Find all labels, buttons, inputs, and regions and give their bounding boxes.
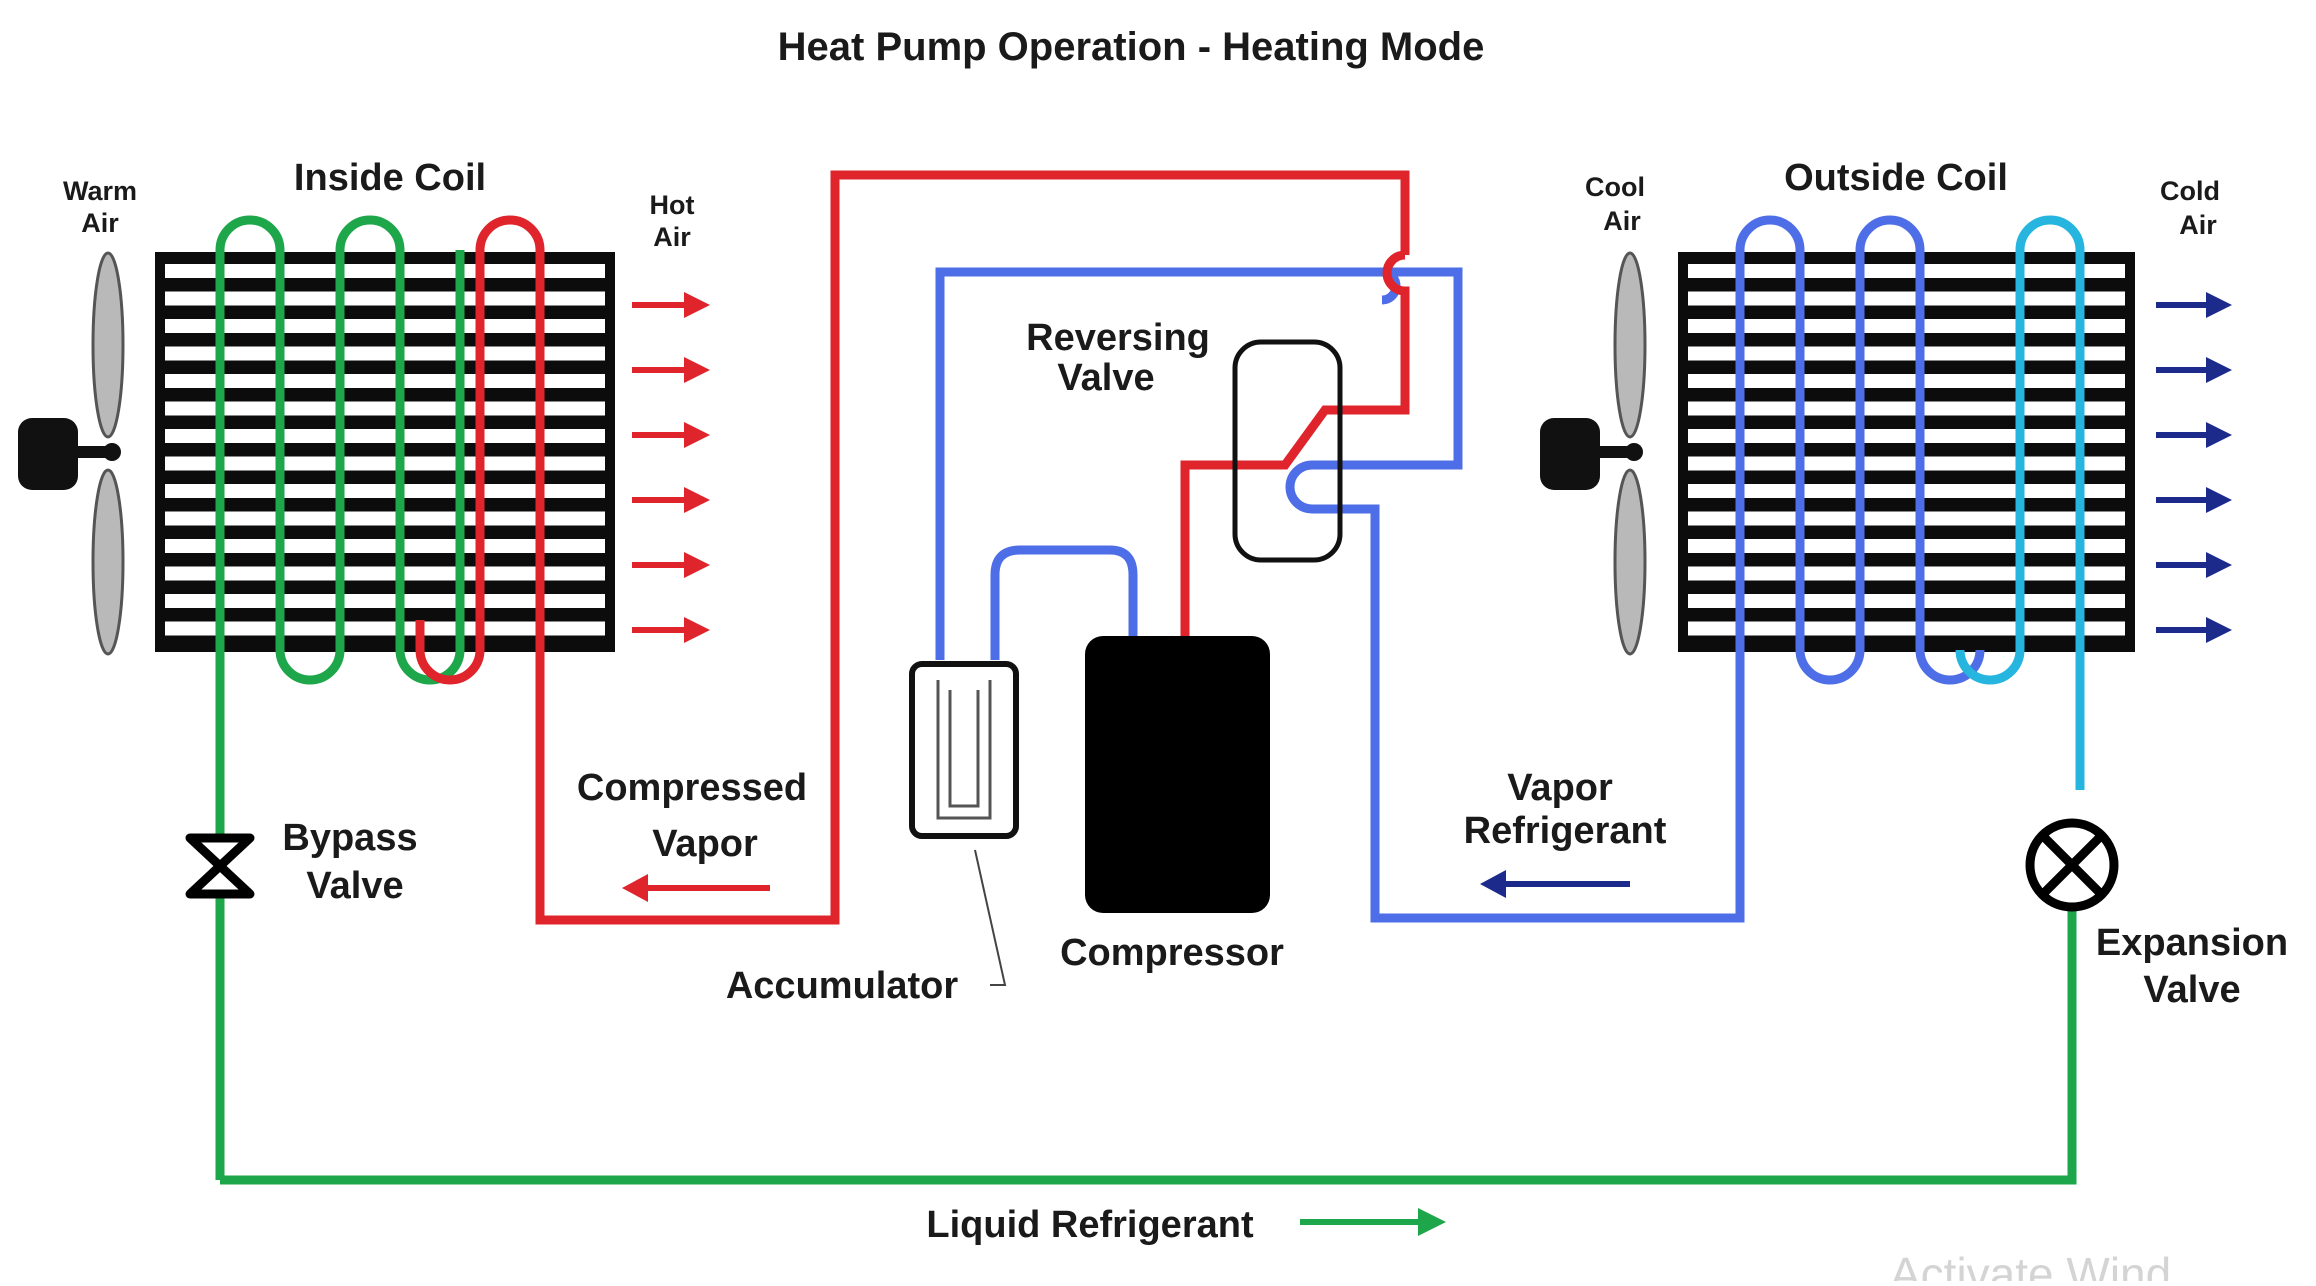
outside-coil-fins-bg bbox=[1678, 252, 2135, 652]
hot-air-label-1: Hot bbox=[650, 190, 695, 220]
cold-air-label-2: Air bbox=[2179, 210, 2217, 240]
cold-air-label-1: Cold bbox=[2160, 176, 2220, 206]
vapor-refrigerant-label-1: Vapor bbox=[1507, 767, 1613, 809]
hot-air-arrow-head bbox=[684, 487, 710, 513]
liquid-refrigerant-label: Liquid Refrigerant bbox=[926, 1204, 1254, 1246]
accumulator-icon bbox=[909, 661, 1019, 839]
compressor-label: Compressor bbox=[1060, 932, 1284, 974]
inside-coil-fins bbox=[165, 264, 605, 636]
inside-coil-label: Inside Coil bbox=[294, 157, 486, 199]
outside-coil-fin bbox=[1688, 429, 2125, 443]
outside-coil-fin bbox=[1688, 291, 2125, 306]
hot-air-arrow-head bbox=[684, 357, 710, 383]
outside-coil-fin bbox=[1688, 566, 2125, 581]
outside-coil-fin bbox=[1688, 319, 2125, 333]
hot-air-label-2: Air bbox=[653, 222, 691, 252]
bypass-valve-label-2: Valve bbox=[306, 865, 403, 907]
outside-coil-label: Outside Coil bbox=[1784, 157, 2008, 199]
warm-air-label-2: Air bbox=[81, 208, 119, 238]
vapor-refrigerant-label-2: Refrigerant bbox=[1464, 810, 1667, 852]
inside-coil-fin bbox=[165, 346, 605, 361]
outside-coil-fin bbox=[1688, 264, 2125, 278]
inside-coil-green-tube bbox=[215, 215, 465, 1180]
cold-air-arrow-head bbox=[2206, 552, 2232, 578]
inside-coil-fin bbox=[165, 566, 605, 581]
hot-air-arrow-head bbox=[684, 552, 710, 578]
inside-coil-fin bbox=[165, 401, 605, 416]
bypass-valve-label-1: Bypass bbox=[282, 817, 417, 859]
outside-coil-lightblue-tube bbox=[1955, 215, 2085, 790]
inside-coil-fin bbox=[165, 484, 605, 498]
cold-air-arrow-head bbox=[2206, 357, 2232, 383]
inside-coil-fin bbox=[165, 264, 605, 278]
liquid-refrigerant-arrow bbox=[1300, 1208, 1446, 1236]
inside-coil-fin bbox=[165, 429, 605, 443]
cool-air-label-2: Air bbox=[1603, 206, 1641, 236]
outside-coil bbox=[1678, 252, 2135, 652]
hot-air-arrows bbox=[632, 292, 710, 643]
liquid-refrigerant-line bbox=[220, 905, 2077, 1185]
accumulator-label: Accumulator bbox=[726, 965, 958, 1007]
cold-air-arrow-head bbox=[2206, 487, 2232, 513]
compressed-vapor-label-2: Vapor bbox=[652, 823, 758, 865]
inside-fan-icon bbox=[18, 251, 125, 656]
hot-air-arrow-head bbox=[684, 292, 710, 318]
outside-coil-fin bbox=[1688, 621, 2125, 636]
bypass-valve-icon bbox=[185, 833, 255, 899]
accumulator-leader-line bbox=[974, 849, 1007, 986]
outside-coil-fin bbox=[1688, 346, 2125, 361]
diagram-title: Heat Pump Operation - Heating Mode bbox=[778, 25, 1485, 69]
accumulator-compressor-line bbox=[990, 545, 1138, 660]
inside-coil-fin bbox=[165, 374, 605, 388]
hot-air-arrow-head bbox=[684, 422, 710, 448]
outside-fan-icon bbox=[1540, 251, 1647, 656]
cold-air-arrow-head bbox=[2206, 292, 2232, 318]
cool-air-label-1: Cool bbox=[1585, 172, 1645, 202]
inside-coil-fin bbox=[165, 291, 605, 306]
compressed-vapor-arrow bbox=[622, 874, 770, 902]
inside-coil-fin bbox=[165, 594, 605, 608]
outside-coil-blue-tube bbox=[1735, 215, 1985, 685]
reversing-valve-label-1: Reversing bbox=[1026, 317, 1210, 359]
outside-coil-fin bbox=[1688, 594, 2125, 608]
inside-coil-fin bbox=[165, 621, 605, 636]
compressor-icon bbox=[1085, 636, 1270, 913]
warm-air-label-1: Warm bbox=[63, 176, 137, 206]
discharge-red-line bbox=[1180, 250, 1410, 640]
reversing-valve-body bbox=[1232, 339, 1343, 563]
cold-air-arrows bbox=[2156, 292, 2232, 643]
hot-air-arrow-head bbox=[684, 617, 710, 643]
activate-windows-watermark: Activate Wind bbox=[1890, 1248, 2171, 1281]
reversing-valve-label-2: Valve bbox=[1057, 357, 1154, 399]
outside-coil-fin bbox=[1688, 456, 2125, 471]
outside-coil-fin bbox=[1688, 484, 2125, 498]
expansion-valve-label-1: Expansion bbox=[2096, 922, 2288, 964]
outside-coil-fin bbox=[1688, 511, 2125, 526]
vapor-refrigerant-arrow bbox=[1480, 870, 1630, 898]
inside-coil-fin bbox=[165, 511, 605, 526]
expansion-valve-label-2: Valve bbox=[2143, 969, 2240, 1011]
inside-coil-fin bbox=[165, 456, 605, 471]
inside-coil-fin bbox=[165, 539, 605, 553]
compressed-vapor-label-1: Compressed bbox=[577, 767, 807, 809]
outside-coil-fin bbox=[1688, 539, 2125, 553]
expansion-valve-icon bbox=[2025, 818, 2119, 912]
cold-air-arrow-head bbox=[2206, 617, 2232, 643]
outside-coil-fin bbox=[1688, 401, 2125, 416]
cold-air-arrow-head bbox=[2206, 422, 2232, 448]
inside-coil-red-tube bbox=[415, 170, 1410, 925]
outside-coil-fin bbox=[1688, 374, 2125, 388]
inside-coil-fin bbox=[165, 319, 605, 333]
